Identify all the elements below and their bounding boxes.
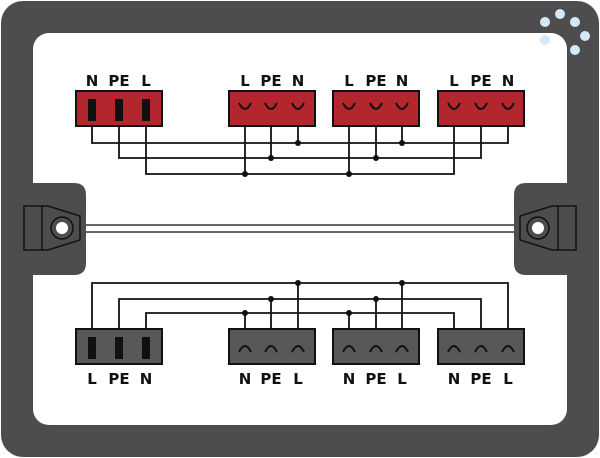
wire — [118, 126, 482, 159]
pin-icon — [115, 99, 123, 121]
terminal-label: N — [448, 370, 461, 388]
pin-icon — [88, 337, 96, 359]
terminal-label: PE — [108, 370, 129, 388]
terminal-label: N — [239, 370, 252, 388]
screw-hole-icon — [56, 222, 68, 234]
terminal-label: N — [502, 72, 515, 90]
wire — [118, 298, 482, 329]
terminal-label: L — [141, 72, 151, 90]
terminal-label: N — [292, 72, 305, 90]
socket-icon — [369, 102, 383, 110]
socket-icon — [291, 345, 305, 353]
left-mount-bracket — [20, 183, 86, 275]
wire — [145, 312, 455, 329]
bottom-output-socket: N PE L — [437, 328, 525, 388]
socket-icon — [238, 345, 252, 353]
screw-hole-icon — [532, 222, 544, 234]
terminal-label: L — [240, 72, 250, 90]
socket-icon — [474, 102, 488, 110]
right-mount-bracket — [514, 183, 580, 275]
terminal-label: N — [140, 370, 153, 388]
pin-icon — [88, 99, 96, 121]
terminal-label: N — [343, 370, 356, 388]
pin-icon — [115, 337, 123, 359]
socket-icon — [342, 102, 356, 110]
socket-icon — [264, 345, 278, 353]
socket-icon — [501, 345, 515, 353]
terminal-label: N — [86, 72, 99, 90]
top-output-socket: L PE N — [437, 72, 525, 127]
terminal-label: PE — [470, 370, 491, 388]
housing-interior — [33, 33, 567, 425]
socket-icon — [474, 345, 488, 353]
socket-icon — [501, 102, 515, 110]
terminal-blocks: N PE L L PE N L PE N L PE N N PE L N PE L N PE L L PE N — [75, 72, 525, 388]
terminal-label: L — [293, 370, 303, 388]
top-output-socket: L PE N — [332, 72, 420, 127]
socket-icon — [447, 345, 461, 353]
terminal-label: N — [396, 72, 409, 90]
socket-icon — [369, 345, 383, 353]
socket-icon — [264, 102, 278, 110]
terminal-label: L — [503, 370, 513, 388]
terminal-label: PE — [260, 370, 281, 388]
socket-icon — [395, 345, 409, 353]
terminal-label: PE — [365, 72, 386, 90]
bottom-output-socket: N PE L — [228, 328, 316, 388]
pin-icon — [142, 337, 150, 359]
terminal-label: PE — [260, 72, 281, 90]
pin-icon — [142, 99, 150, 121]
wires — [91, 126, 509, 329]
socket-icon — [238, 102, 252, 110]
bottom-input-plug: L PE N — [75, 328, 163, 388]
socket-icon — [395, 102, 409, 110]
terminal-label: L — [87, 370, 97, 388]
watermark-logo — [540, 9, 590, 55]
terminal-label: L — [449, 72, 459, 90]
top-output-socket: L PE N — [228, 72, 316, 127]
terminal-label: L — [397, 370, 407, 388]
socket-icon — [447, 102, 461, 110]
bottom-output-socket: N PE L — [332, 328, 420, 388]
terminal-label: PE — [365, 370, 386, 388]
socket-icon — [291, 102, 305, 110]
terminal-label: L — [344, 72, 354, 90]
terminal-label: PE — [470, 72, 491, 90]
wire — [145, 126, 455, 175]
socket-icon — [342, 345, 356, 353]
top-input-plug: N PE L — [75, 72, 163, 127]
terminal-label: PE — [108, 72, 129, 90]
